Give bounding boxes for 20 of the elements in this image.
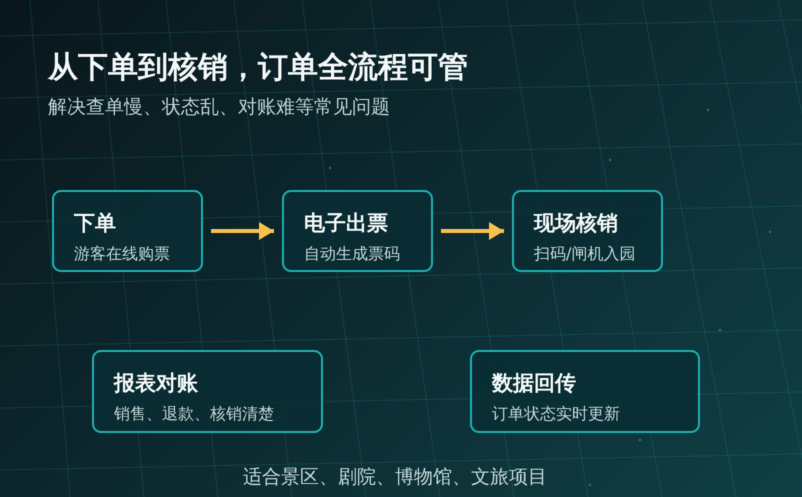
node-title: 下单 [74,210,116,236]
node-title: 数据回传 [492,370,576,396]
process-box [52,190,203,272]
arrow [211,222,274,240]
arrow [441,222,504,240]
node-title: 电子出票 [304,210,388,236]
title: 从下单到核销，订单全流程可管 [48,49,468,87]
subtitle: 解决查单慢、状态乱、对账难等常见问题 [48,95,390,120]
node-title: 报表对账 [114,370,198,396]
node-description: 自动生成票码 [304,244,400,264]
node-description: 销售、退款、核销清楚 [114,404,274,424]
node-title: 现场核销 [534,210,618,236]
process-box [92,350,323,433]
process-box [282,190,433,272]
node-description: 扫码/闸机入园 [534,244,636,264]
node-description: 游客在线购票 [74,244,170,264]
process-box [470,350,700,433]
caption: 适合景区、剧院、博物馆、文旅项目 [242,465,548,490]
process-box [512,190,663,272]
node-description: 订单状态实时更新 [492,404,620,424]
